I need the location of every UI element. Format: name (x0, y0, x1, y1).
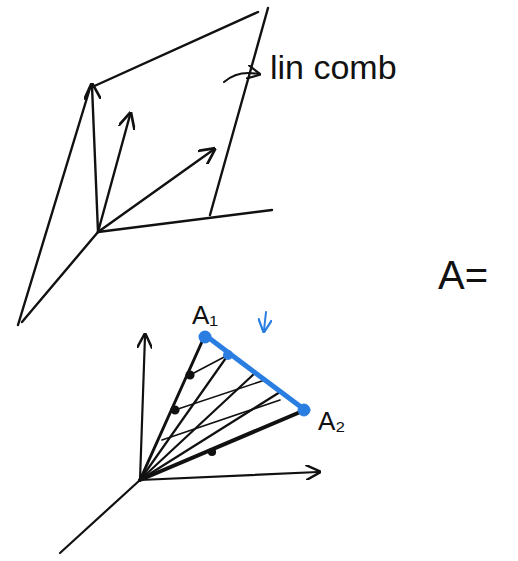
point-label: A₂ (318, 408, 345, 434)
plane-sketch (18, 8, 272, 325)
matrix-label: A= (438, 255, 488, 295)
point-label: A₁ (192, 302, 218, 328)
cone-sketch (60, 335, 318, 553)
annotation-text: lin comb (270, 50, 397, 84)
